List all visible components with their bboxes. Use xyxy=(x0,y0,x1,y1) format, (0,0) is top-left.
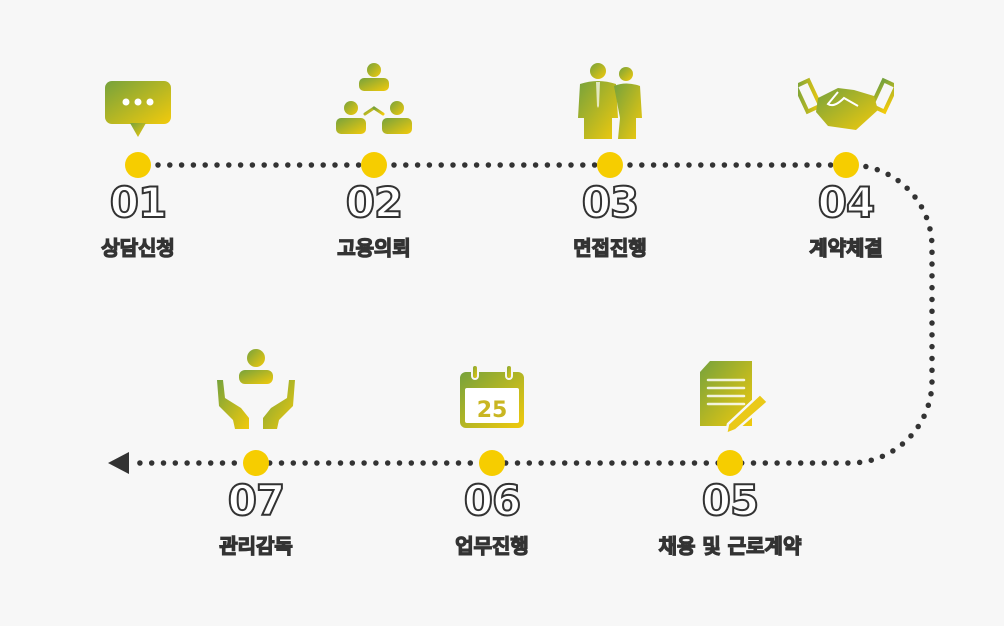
step-node-04 xyxy=(833,152,859,178)
step-node-03 xyxy=(597,152,623,178)
arrowhead-icon xyxy=(108,452,129,474)
step-label: 업무진행 xyxy=(455,533,530,558)
step-node-05 xyxy=(717,450,743,476)
step-node-07 xyxy=(243,450,269,476)
step-number: 01 xyxy=(109,177,168,228)
step-label: 관리감독 xyxy=(219,533,294,558)
handshake-icon xyxy=(798,77,894,130)
document-pen-icon xyxy=(700,361,770,436)
step-number: 05 xyxy=(701,475,760,526)
people-network-icon xyxy=(336,63,412,134)
step-node-01 xyxy=(125,152,151,178)
step-label: 상담신청 xyxy=(101,235,176,260)
step-label: 고용의뢰 xyxy=(337,235,412,260)
businessmen-icon xyxy=(578,63,642,139)
step-label: 채용 및 근로계약 xyxy=(658,533,802,558)
step-label: 계약체결 xyxy=(809,235,884,260)
chat-bubble-icon xyxy=(105,81,171,137)
step-number: 06 xyxy=(463,475,522,526)
calendar-day: 25 xyxy=(477,398,508,423)
step-number: 03 xyxy=(581,177,640,228)
step-node-06 xyxy=(479,450,505,476)
step-number: 02 xyxy=(345,177,404,228)
step-node-02 xyxy=(361,152,387,178)
calendar-icon: 25 xyxy=(460,364,524,428)
hands-person-icon xyxy=(217,349,295,429)
step-number: 04 xyxy=(817,177,876,228)
step-label: 면접진행 xyxy=(573,235,648,260)
step-number: 07 xyxy=(227,475,286,526)
